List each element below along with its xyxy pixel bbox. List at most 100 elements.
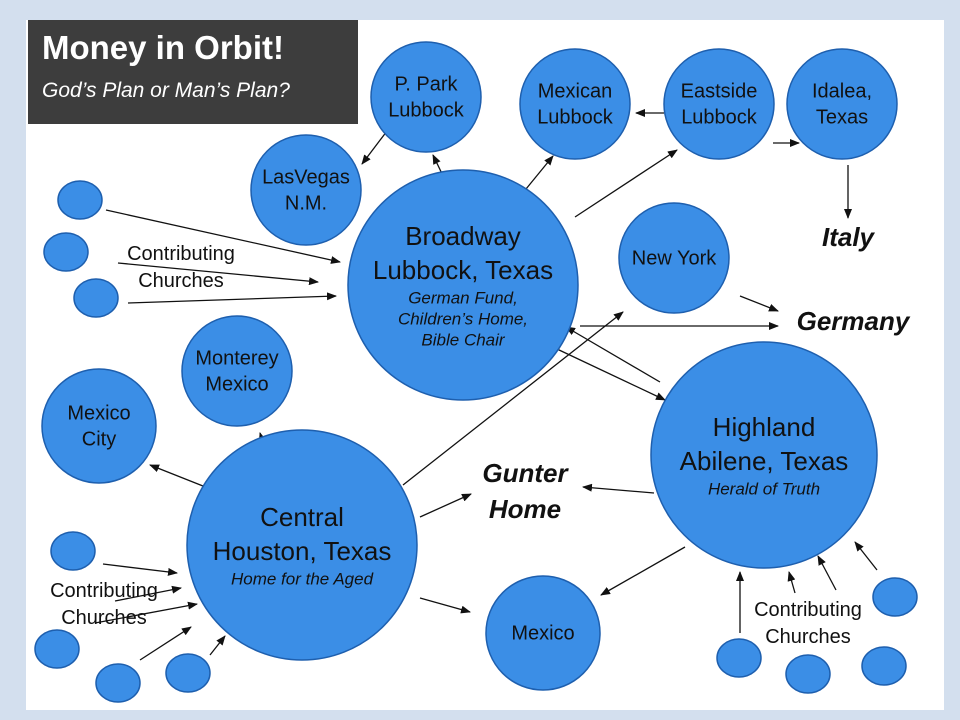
contributing-church-circle bbox=[57, 180, 103, 220]
destination-germany: Germany bbox=[797, 306, 911, 336]
flow-arrow bbox=[556, 348, 666, 401]
contrib-highland-label: Contributing bbox=[754, 599, 862, 621]
flow-arrow bbox=[565, 326, 661, 383]
node-broadway-description: Children’s Home, bbox=[398, 309, 528, 328]
arrows-layer bbox=[94, 109, 878, 661]
destination-gunter: Home bbox=[489, 494, 561, 524]
contrib-broadway-label: Churches bbox=[138, 270, 224, 292]
flow-arrow bbox=[127, 292, 337, 304]
node-newyork-label: New York bbox=[632, 248, 717, 270]
node-broadway-description: German Fund, bbox=[408, 288, 518, 307]
node-newyork-circle bbox=[618, 202, 730, 314]
flow-arrow bbox=[117, 262, 319, 286]
node-highland-label: Highland bbox=[713, 412, 816, 442]
flow-arrow bbox=[854, 541, 878, 571]
node-central-description: Home for the Aged bbox=[231, 569, 374, 588]
node-mexico: Mexico bbox=[485, 575, 601, 691]
node-eastside-label: Eastside bbox=[681, 81, 758, 103]
node-central-label: Central bbox=[260, 502, 344, 532]
flow-arrow bbox=[361, 130, 388, 165]
flow-arrow bbox=[419, 597, 471, 614]
destination-gunter: Gunter bbox=[482, 458, 569, 488]
node-broadway-label: Broadway bbox=[405, 221, 521, 251]
flow-arrow bbox=[94, 601, 198, 624]
contrib-central-label: Churches bbox=[61, 607, 147, 629]
node-monterey-circle bbox=[181, 315, 293, 427]
node-lasvegas-label: N.M. bbox=[285, 193, 327, 215]
node-mexico-circle bbox=[485, 575, 601, 691]
node-mexicocity-label: Mexico bbox=[67, 403, 130, 425]
flow-arrow bbox=[739, 295, 779, 312]
contributing-church-circle bbox=[872, 577, 918, 617]
node-idalea-circle bbox=[786, 48, 898, 160]
node-broadway-circle bbox=[347, 169, 579, 401]
node-mexican-circle bbox=[519, 48, 631, 160]
contributing-church-circle bbox=[73, 278, 119, 318]
node-eastside-label: Lubbock bbox=[681, 107, 758, 129]
node-highland-description: Herald of Truth bbox=[708, 479, 820, 498]
node-mexico-label: Mexico bbox=[511, 623, 574, 645]
node-lasvegas-label: LasVegas bbox=[262, 167, 350, 189]
node-highland-label: Abilene, Texas bbox=[680, 446, 849, 476]
slide-title: Money in Orbit! bbox=[42, 29, 284, 66]
flow-arrow bbox=[102, 563, 178, 576]
flow-arrow bbox=[149, 464, 209, 489]
flow-arrow bbox=[402, 311, 624, 486]
labels-layer: ItalyGermanyGunterHomeContributingChurch… bbox=[50, 222, 911, 648]
contributing-church-circle bbox=[50, 531, 96, 571]
node-eastside-circle bbox=[663, 48, 775, 160]
flow-arrow bbox=[105, 209, 341, 264]
node-mexican-label: Lubbock bbox=[537, 107, 614, 129]
node-ppark-label: Lubbock bbox=[388, 100, 465, 122]
node-mexican-label: Mexican bbox=[538, 81, 612, 103]
node-mexicocity-label: City bbox=[82, 429, 116, 451]
node-monterey-label: Monterey bbox=[195, 348, 278, 370]
node-central-circle bbox=[186, 429, 418, 661]
flow-arrow bbox=[574, 149, 678, 218]
node-monterey-label: Mexico bbox=[205, 374, 268, 396]
contrib-broadway-label: Contributing bbox=[127, 243, 235, 265]
flow-arrow bbox=[600, 546, 686, 596]
node-ppark-label: P. Park bbox=[395, 74, 459, 96]
node-idalea-label: Idalea, bbox=[812, 81, 872, 103]
title-box: Money in Orbit! God’s Plan or Man’s Plan… bbox=[28, 20, 358, 124]
node-mexicocity-circle bbox=[41, 368, 157, 484]
node-lasvegas-circle bbox=[250, 134, 362, 246]
contrib-highland-label: Churches bbox=[765, 626, 851, 648]
flow-arrow bbox=[817, 555, 837, 591]
contributing-church-circle bbox=[43, 232, 89, 272]
contributing-church-circle bbox=[861, 646, 907, 686]
contributing-church-circle bbox=[785, 654, 831, 694]
flow-arrow bbox=[139, 626, 192, 661]
contributing-church-circle bbox=[34, 629, 80, 669]
node-broadway-description: Bible Chair bbox=[421, 330, 505, 349]
slide-subtitle: God’s Plan or Man’s Plan? bbox=[42, 79, 290, 102]
flow-arrow bbox=[525, 155, 554, 190]
node-broadway-label: Lubbock, Texas bbox=[373, 255, 553, 285]
contrib-central-label: Contributing bbox=[50, 580, 158, 602]
flow-arrow bbox=[209, 635, 226, 656]
node-idalea-label: Texas bbox=[816, 107, 868, 129]
node-central-label: Houston, Texas bbox=[213, 536, 392, 566]
contributing-church-circle bbox=[165, 653, 211, 693]
node-highland-circle bbox=[650, 341, 878, 569]
node-ppark-circle bbox=[370, 41, 482, 153]
flow-arrow bbox=[582, 483, 655, 494]
flow-arrow bbox=[114, 585, 182, 602]
destination-italy: Italy bbox=[822, 222, 876, 252]
node-idalea: Idalea, Texas bbox=[786, 48, 898, 160]
flow-arrow bbox=[787, 571, 796, 594]
node-newyork: New York bbox=[618, 202, 730, 314]
contributing-church-circle bbox=[716, 638, 762, 678]
